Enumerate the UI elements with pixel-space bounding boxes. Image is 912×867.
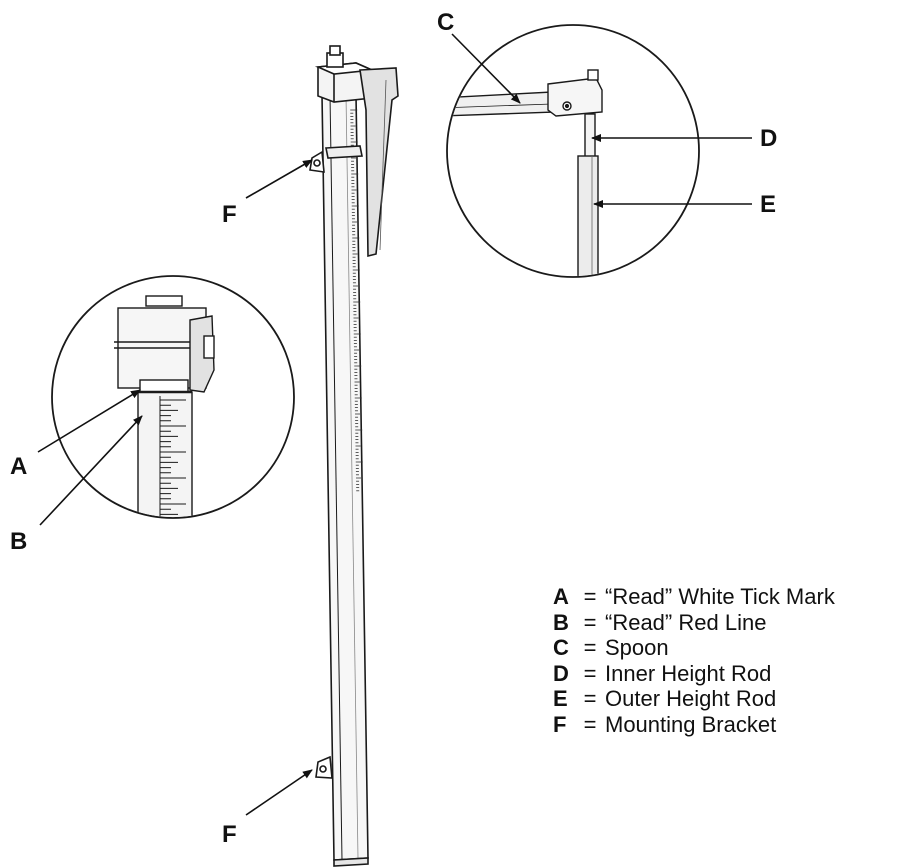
legend-equals: = xyxy=(583,635,597,660)
legend-equals: = xyxy=(583,660,597,686)
legend-row-b: B = “Read” Red Line xyxy=(553,610,835,636)
legend-text: Outer Height Rod xyxy=(605,686,777,711)
callout-label-f-top: F xyxy=(222,201,237,228)
detail-circle-left xyxy=(51,275,295,519)
legend-text: “Read” White Tick Mark xyxy=(605,584,835,609)
outer-height-rod-detail xyxy=(577,155,599,276)
callout-arrows xyxy=(37,33,752,816)
legend-letter: D xyxy=(553,660,569,686)
legend-row-f: F = Mounting Bracket xyxy=(553,712,835,738)
callout-label-c: C xyxy=(437,9,454,36)
legend-row-d: D = Inner Height Rod xyxy=(553,661,835,687)
arrow-f-top xyxy=(245,159,313,199)
rod-scale-markings xyxy=(350,109,363,492)
arrow-a xyxy=(37,389,141,453)
legend-text: Inner Height Rod xyxy=(605,660,772,686)
legend-row-c: C = Spoon xyxy=(553,635,835,661)
outer-height-rod-body xyxy=(321,94,369,861)
arrow-f-bottom xyxy=(245,769,313,816)
legend-text: Spoon xyxy=(605,635,669,660)
inner-height-rod-detail xyxy=(584,113,596,159)
detail-circle-top xyxy=(446,24,700,278)
legend-letter: C xyxy=(553,635,569,660)
spoon-arm xyxy=(359,67,399,258)
legend-text: Mounting Bracket xyxy=(605,711,777,737)
callout-label-d: D xyxy=(760,125,777,152)
legend-row-a: A = “Read” White Tick Mark xyxy=(553,584,835,610)
callout-label-b: B xyxy=(10,528,27,555)
legend-letter: B xyxy=(553,609,569,635)
legend-row-e: E = Outer Height Rod xyxy=(553,686,835,712)
legend-letter: A xyxy=(553,584,569,609)
spoon-detail xyxy=(448,91,557,117)
callout-label-a: A xyxy=(10,453,27,480)
legend-equals: = xyxy=(583,609,597,635)
callout-label-f-bottom: F xyxy=(222,821,237,848)
main-height-rod xyxy=(309,45,399,867)
legend-letter: F xyxy=(553,711,567,737)
legend-equals: = xyxy=(583,686,597,711)
legend-letter: E xyxy=(553,686,568,711)
legend-text: “Read” Red Line xyxy=(605,609,767,635)
arrow-b xyxy=(39,415,143,526)
legend: A = “Read” White Tick Mark B = “Read” Red Li… xyxy=(553,584,835,737)
legend-equals: = xyxy=(583,711,597,737)
callout-label-e: E xyxy=(760,191,776,218)
arrow-c xyxy=(451,33,521,104)
legend-equals: = xyxy=(583,584,597,609)
